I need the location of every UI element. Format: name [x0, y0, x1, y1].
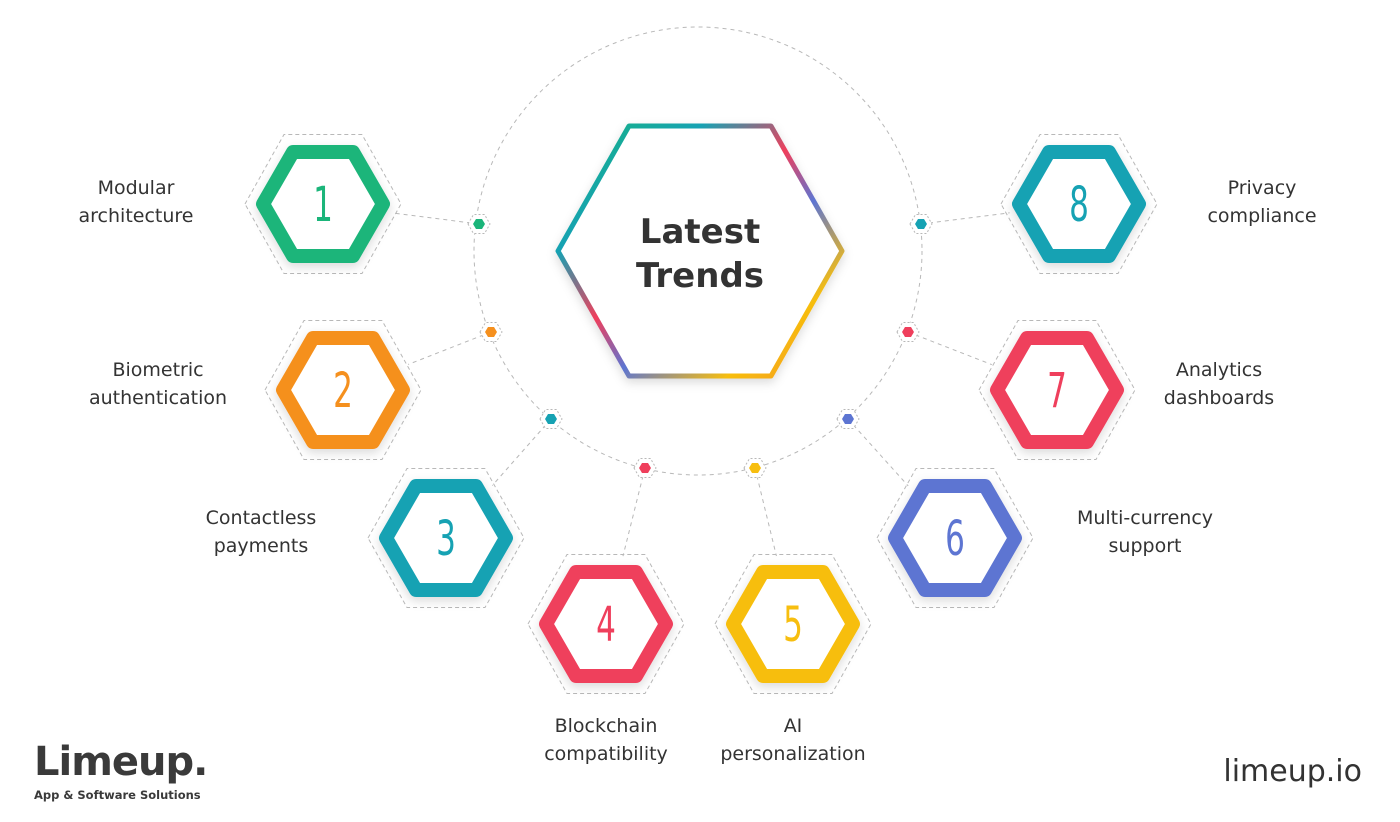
connector-line-3: [491, 418, 552, 486]
orbit-ring: [473, 26, 923, 476]
trend-number-2: 2: [333, 362, 353, 418]
connector-line-4: [622, 467, 646, 557]
orbit-dot-4: [633, 458, 657, 478]
orbit-dot-5: [743, 458, 767, 478]
trend-label-3: Contactless payments: [151, 504, 371, 560]
trend-node-5: 5: [714, 554, 872, 694]
trend-number-3: 3: [436, 510, 456, 566]
center-hexagon: [555, 123, 845, 379]
trend-label-1: Modular architecture: [26, 174, 246, 230]
trend-node-6: 6: [876, 468, 1034, 608]
trend-label-line: personalization: [720, 743, 866, 765]
trend-label-line: compliance: [1207, 205, 1317, 227]
site-url: limeup.io: [1223, 754, 1362, 789]
trend-node-4: 4: [527, 554, 685, 694]
trend-label-line: compatibility: [544, 743, 668, 765]
orbit-dot-7: [896, 322, 920, 342]
trend-label-line: Biometric: [112, 359, 204, 381]
connector-line-2: [407, 331, 492, 365]
node-outer-ring: [978, 320, 1136, 460]
trend-label-line: authentication: [88, 387, 228, 409]
trend-label-line: Modular: [97, 177, 175, 199]
orbit-dot-8: [909, 214, 933, 234]
node-outer-ring: [527, 554, 685, 694]
node-hexagon: [726, 565, 860, 683]
orbit-dot-6: [836, 409, 860, 429]
center-title-line2: Trends: [636, 256, 764, 296]
node-hexagon: [888, 479, 1022, 597]
brand-logo: Limeup. App & Software Solutions: [34, 738, 208, 802]
node-outer-ring: [367, 468, 525, 608]
trend-node-2: 2: [264, 320, 422, 460]
trend-number-8: 8: [1069, 176, 1089, 232]
trend-node-7: 7: [978, 320, 1136, 460]
trend-node-3: 3: [367, 468, 525, 608]
connector-line-6: [847, 418, 909, 487]
node-outer-ring: [264, 320, 422, 460]
connector-line-7: [907, 331, 992, 366]
orbit-dots: [467, 214, 933, 478]
brand-tagline: App & Software Solutions: [34, 788, 201, 802]
node-hexagon: [276, 331, 410, 449]
connector-lines: [392, 212, 1010, 557]
trend-label-8: Privacy compliance: [1152, 174, 1372, 230]
trend-label-4: Blockchain compatibility: [496, 712, 716, 768]
trend-number-7: 7: [1047, 362, 1067, 418]
trend-label-line: AI: [783, 715, 803, 737]
connector-line-5: [754, 467, 777, 557]
node-hexagon: [256, 145, 390, 263]
trend-node-8: 8: [1000, 134, 1158, 274]
trend-label-line: Privacy: [1227, 177, 1297, 199]
trend-label-2: Biometric authentication: [48, 356, 268, 412]
connector-line-1: [392, 212, 480, 225]
trend-label-line: support: [1108, 535, 1182, 557]
trend-number-6: 6: [945, 510, 965, 566]
trend-label-line: payments: [213, 535, 309, 557]
node-outer-ring: [1000, 134, 1158, 274]
trend-label-7: Analytics dashboards: [1109, 356, 1329, 412]
trend-node-1: 1: [244, 134, 402, 274]
trend-number-1: 1: [313, 176, 333, 232]
trend-label-line: architecture: [78, 205, 194, 227]
trend-number-4: 4: [596, 596, 616, 652]
node-hexagon: [379, 479, 513, 597]
trend-label-6: Multi-currency support: [1035, 504, 1255, 560]
orbit-dot-3: [539, 409, 563, 429]
trend-label-line: dashboards: [1163, 387, 1275, 409]
trend-label-line: Analytics: [1175, 359, 1263, 381]
trend-label-5: AI personalization: [683, 712, 903, 768]
orbit-dot-1: [467, 214, 491, 234]
center-title-line1: Latest: [640, 212, 760, 252]
trend-label-line: Multi-currency: [1076, 507, 1214, 529]
trend-label-line: Contactless: [205, 507, 317, 529]
orbit-dot-2: [479, 322, 503, 342]
node-hexagon: [990, 331, 1124, 449]
trend-number-5: 5: [783, 596, 803, 652]
node-outer-ring: [714, 554, 872, 694]
node-hexagon: [539, 565, 673, 683]
node-outer-ring: [244, 134, 402, 274]
trend-label-line: Blockchain: [554, 715, 658, 737]
trend-nodes: 1 2 3 4 5 6 7 8: [244, 134, 1158, 694]
node-outer-ring: [876, 468, 1034, 608]
connector-line-8: [920, 212, 1010, 225]
node-hexagon: [1012, 145, 1146, 263]
brand-name: Limeup.: [34, 739, 208, 785]
